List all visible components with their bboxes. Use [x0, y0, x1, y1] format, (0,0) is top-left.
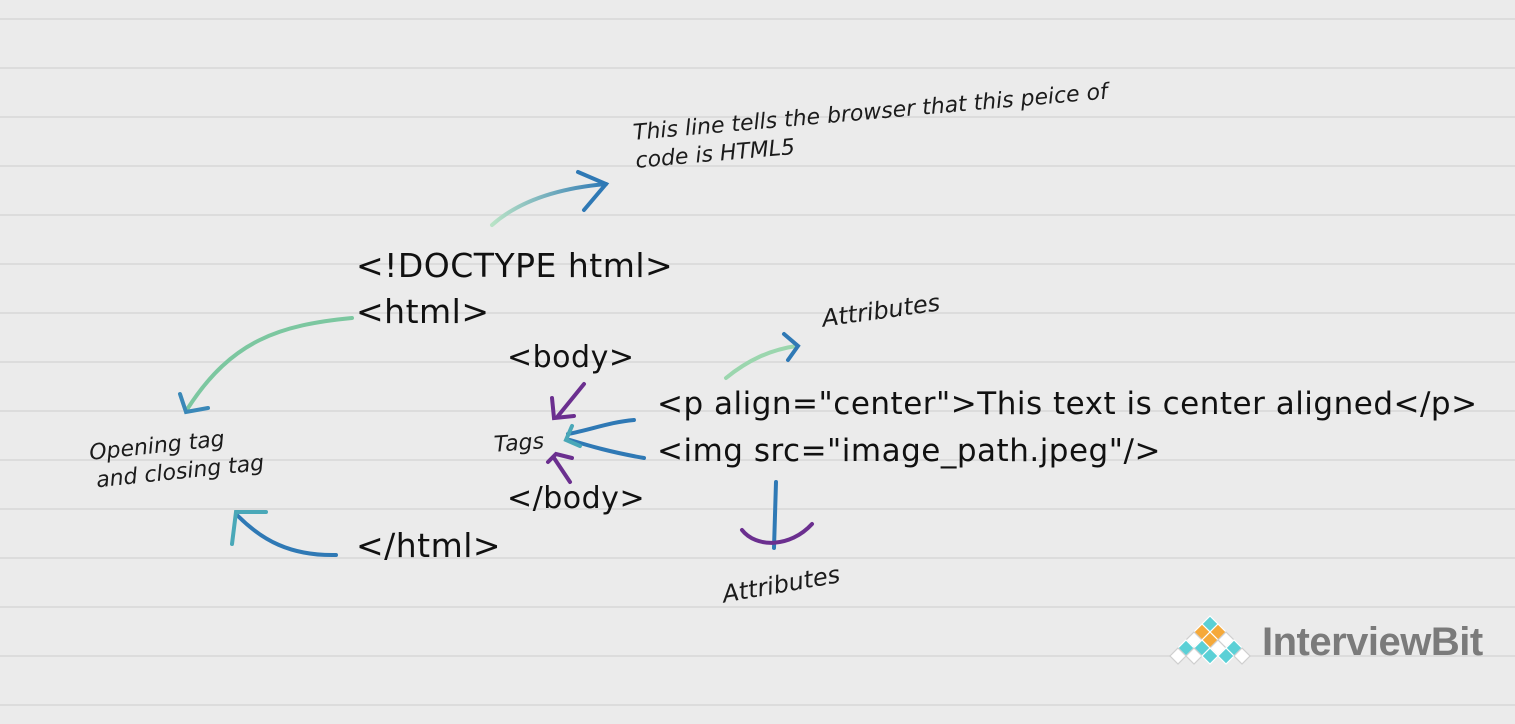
- doctype-arrow: [490, 170, 610, 227]
- attributes-bottom-arrow: [740, 480, 814, 550]
- body-open-arrow: [550, 382, 586, 421]
- body-close-line: </body>: [507, 481, 646, 516]
- html-close-line: </html>: [356, 526, 502, 565]
- tags-label: Tags: [493, 429, 545, 458]
- p-line: <p align="center">This text is center al…: [657, 386, 1478, 422]
- body-close-arrow: [546, 451, 574, 484]
- html-open-arrow: [178, 316, 354, 415]
- logo-text: InterviewBit: [1262, 620, 1483, 664]
- html-open-line: <html>: [356, 292, 490, 331]
- body-open-line: <body>: [507, 340, 635, 375]
- p-line-arrow: [563, 418, 646, 460]
- logo-mark-icon: [1169, 615, 1251, 665]
- attributes-top-arrow: [724, 332, 801, 380]
- doctype-line: <!DOCTYPE html>: [356, 246, 674, 285]
- img-line: <img src="image_path.jpeg"/>: [657, 433, 1161, 469]
- html-close-arrow: [230, 510, 338, 558]
- interviewbit-logo: InterviewBit: [1164, 614, 1494, 674]
